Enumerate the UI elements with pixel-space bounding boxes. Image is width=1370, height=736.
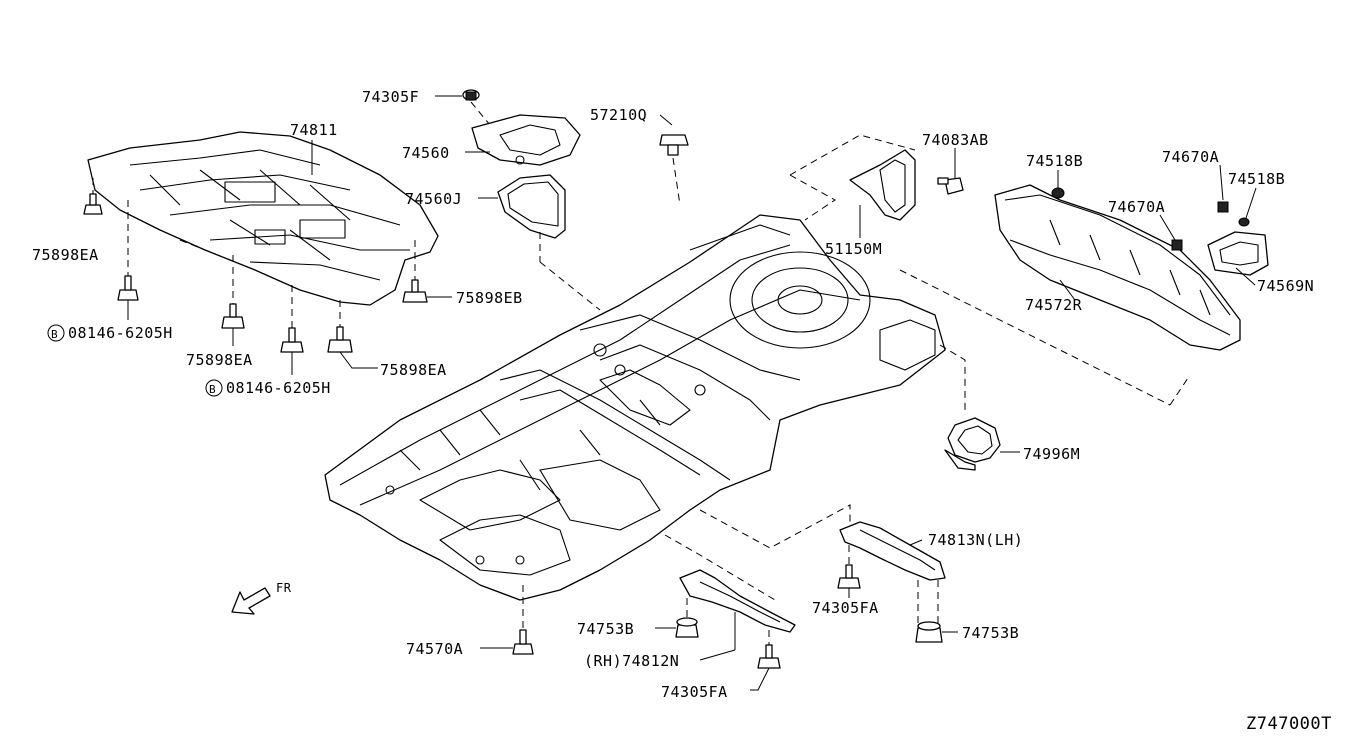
- bolt-74570a: [480, 585, 534, 655]
- callout-74811: 74811: [290, 121, 338, 139]
- dash-member-box: [899, 269, 1191, 406]
- svg-text:B: B: [209, 383, 216, 396]
- callout-75898ea-2: 75898EA: [186, 351, 253, 369]
- callout-74569n: 74569N: [1257, 277, 1314, 295]
- callout-75898eb: 75898EB: [456, 289, 523, 307]
- clip-75898ea-left: [83, 178, 103, 215]
- drain-57210q: [659, 114, 689, 206]
- clip-75898ea-mid: [221, 255, 245, 346]
- seal-74996m: [944, 417, 1020, 471]
- callout-74670a-upper: 74670A: [1162, 148, 1219, 166]
- callout-74812n: (RH)74812N: [584, 652, 679, 670]
- front-arrow-icon: FR: [231, 581, 292, 615]
- clip-75898ea-right: [327, 300, 378, 369]
- callout-75898ea-3: 75898EA: [380, 361, 447, 379]
- callout-74305fa-2: 74305FA: [661, 683, 728, 701]
- clip-74518b-left: [1051, 170, 1065, 199]
- callout-74305fa-1: 74305FA: [812, 599, 879, 617]
- clip-74518b-right: [1238, 187, 1257, 227]
- dash-74812n: [664, 534, 776, 601]
- callout-74560j: 74560J: [405, 190, 462, 208]
- callout-74670a-mid: 74670A: [1108, 198, 1165, 216]
- callout-08146-2: 08146-6205H: [226, 379, 331, 397]
- clip-74670a-mid: [1159, 214, 1183, 251]
- diagram-id: Z747000T: [1246, 714, 1332, 734]
- bolt-74083ab: [937, 165, 964, 195]
- dash-gasket-74996m: [939, 344, 966, 415]
- bolt-marker-2: B: [205, 379, 223, 397]
- clip-74670a-right: [1217, 164, 1229, 213]
- bracket-74813n: [839, 521, 946, 581]
- bolt-08146-left: [117, 200, 139, 320]
- plate-74560: [465, 114, 581, 166]
- callout-75898ea-1: 75898EA: [32, 246, 99, 264]
- nut-74753b-right: [915, 580, 958, 643]
- svg-text:B: B: [51, 328, 58, 341]
- bolt-74305fa-upper: [837, 545, 861, 598]
- under-cover-74811: [87, 131, 439, 306]
- dash-51150m-box: [789, 134, 916, 221]
- callout-74813n: 74813N(LH): [928, 531, 1023, 549]
- callout-74518b-left: 74518B: [1026, 152, 1083, 170]
- front-label: FR: [276, 581, 292, 595]
- grommet-74305f: [435, 89, 491, 126]
- member-74572r: [994, 184, 1241, 351]
- callout-74560: 74560: [402, 144, 450, 162]
- callout-51150m: 51150M: [825, 240, 882, 258]
- callout-74753b-1: 74753B: [577, 620, 634, 638]
- dash-cover-lower: [179, 239, 236, 263]
- callout-74570a: 74570A: [406, 640, 463, 658]
- bracket-51150m: [849, 149, 916, 238]
- callout-74572r: 74572R: [1025, 296, 1083, 314]
- callout-74753b-2: 74753B: [962, 624, 1019, 642]
- bracket-74569n: [1207, 231, 1269, 286]
- callout-74996m: 74996M: [1023, 445, 1080, 463]
- dash-74813n: [699, 504, 851, 549]
- nut-74753b-left: [655, 598, 699, 638]
- clip-75898eb: [402, 240, 452, 303]
- callout-74083ab: 74083AB: [922, 131, 989, 149]
- bolt-08146-mid: [280, 285, 304, 375]
- callout-08146-1: 08146-6205H: [68, 324, 173, 342]
- bracket-74812n: [679, 569, 796, 661]
- callout-74518b-right: 74518B: [1228, 170, 1285, 188]
- callout-57210q: 57210Q: [590, 106, 647, 124]
- floor-panel: [324, 214, 946, 601]
- callout-74305f: 74305F: [362, 88, 419, 106]
- gasket-74560j: [478, 174, 601, 311]
- bolt-74305fa-lower: [750, 630, 781, 691]
- bolt-marker-1: B: [47, 324, 65, 342]
